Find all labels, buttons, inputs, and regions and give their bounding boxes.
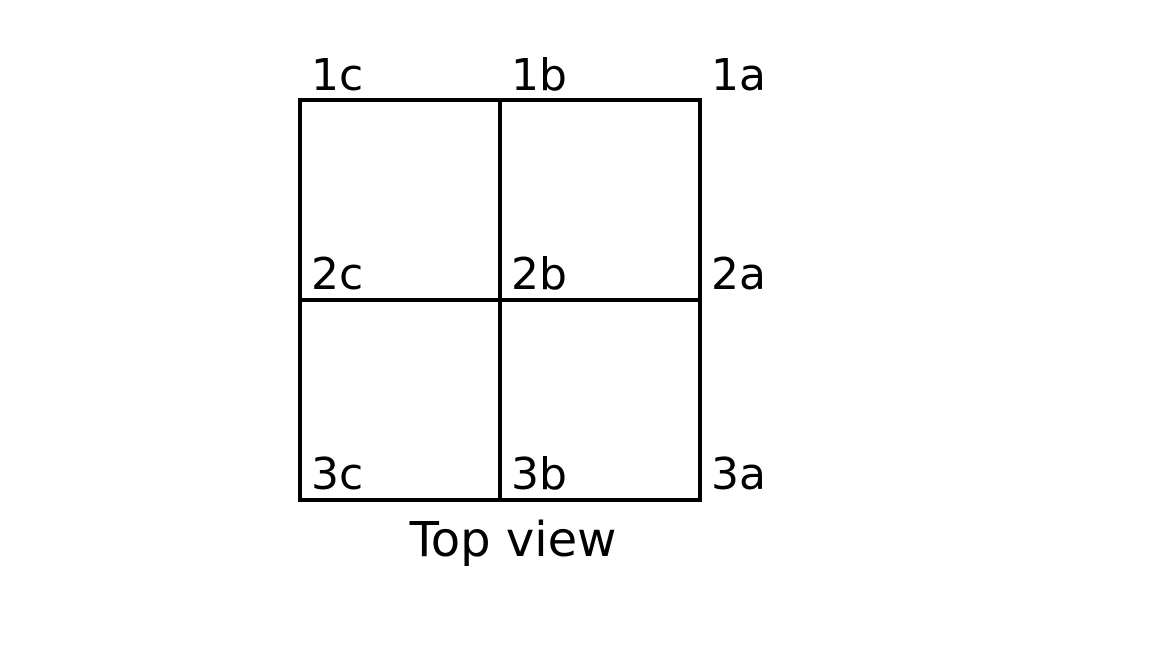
label-1a: 1a bbox=[711, 50, 766, 101]
label-1b: 1b bbox=[511, 50, 567, 101]
label-3c: 3c bbox=[311, 449, 363, 500]
label-2a: 2a bbox=[711, 249, 766, 300]
node-labels: 1c 1b 1a 2c 2b 2a 3c 3b 3a bbox=[311, 50, 766, 500]
diagram-caption: Top view bbox=[409, 512, 617, 568]
label-3a: 3a bbox=[711, 449, 766, 500]
label-3b: 3b bbox=[511, 449, 567, 500]
label-1c: 1c bbox=[311, 50, 363, 101]
label-2c: 2c bbox=[311, 249, 363, 300]
grid-frame bbox=[298, 98, 702, 502]
label-2b: 2b bbox=[511, 249, 567, 300]
